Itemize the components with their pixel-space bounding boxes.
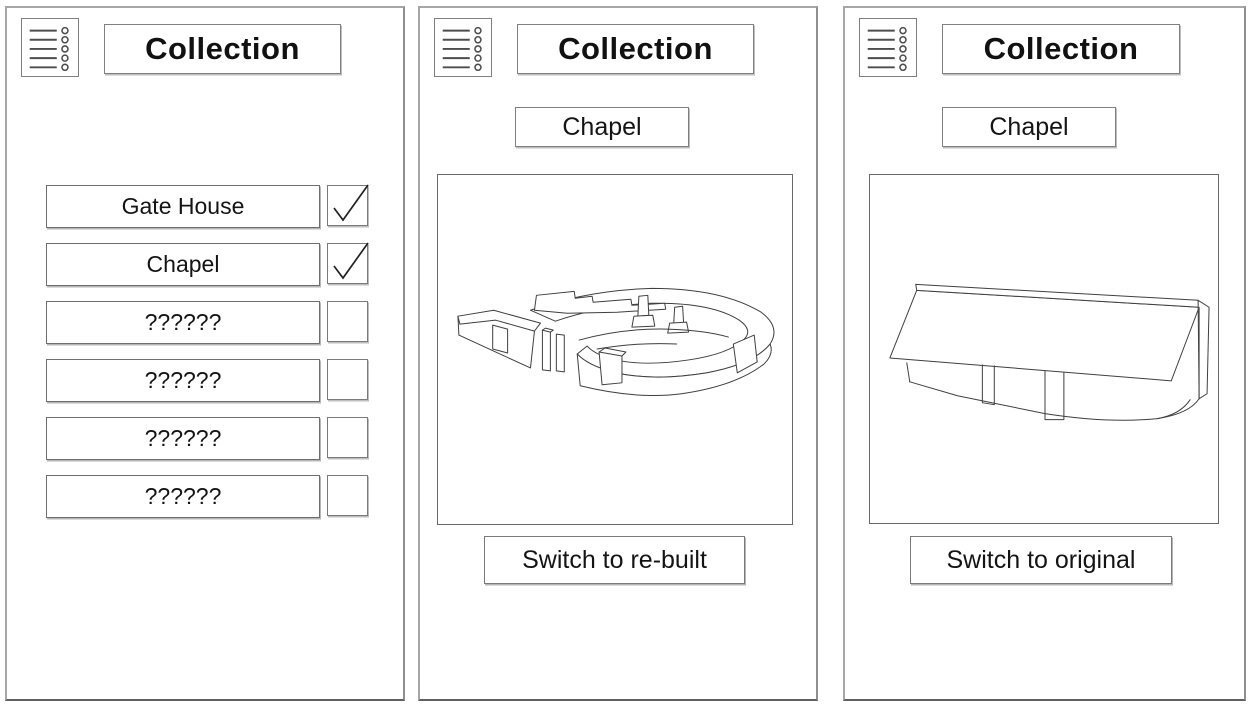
list-item-unknown-2[interactable]: ?????? [46, 359, 320, 402]
chapel-rebuilt-screen: Collection Chapel Switch to original [843, 6, 1246, 701]
menu-button[interactable] [434, 18, 492, 77]
page-title: Collection [942, 24, 1180, 74]
list-menu-icon [442, 26, 482, 72]
chapel-rebuilt-sketch [889, 283, 1210, 421]
chapel-original-screen: Collection Chapel [418, 6, 818, 701]
artifact-image-rebuilt [869, 174, 1219, 524]
checkbox-gate-house[interactable] [327, 184, 369, 226]
checkbox-unknown-3[interactable] [327, 417, 368, 458]
list-menu-icon [867, 26, 907, 72]
menu-button[interactable] [859, 18, 917, 77]
switch-to-original-button[interactable]: Switch to original [910, 536, 1172, 584]
selected-item-label: Chapel [942, 107, 1116, 147]
list-item-chapel[interactable]: Chapel [46, 243, 320, 286]
checkbox-unknown-2[interactable] [327, 359, 368, 400]
checkbox-unknown-4[interactable] [327, 475, 368, 516]
checkbox-chapel[interactable] [327, 242, 369, 284]
collection-list-screen: Collection Gate House Chapel ?????? ????… [5, 6, 405, 701]
selected-item-label: Chapel [515, 107, 689, 147]
artifact-image-original [437, 174, 793, 525]
list-item-unknown-4[interactable]: ?????? [46, 475, 320, 518]
menu-button[interactable] [21, 18, 79, 77]
switch-to-rebuilt-button[interactable]: Switch to re-built [484, 536, 745, 584]
checkmark-icon [333, 184, 369, 222]
checkmark-icon [333, 242, 369, 280]
page-title: Collection [517, 24, 754, 74]
list-item-unknown-3[interactable]: ?????? [46, 417, 320, 460]
chapel-original-ruins-sketch [457, 287, 775, 397]
checkbox-unknown-1[interactable] [327, 301, 368, 342]
list-menu-icon [29, 26, 69, 72]
page-title: Collection [104, 24, 341, 74]
list-item-unknown-1[interactable]: ?????? [46, 301, 320, 344]
list-item-gate-house[interactable]: Gate House [46, 185, 320, 228]
